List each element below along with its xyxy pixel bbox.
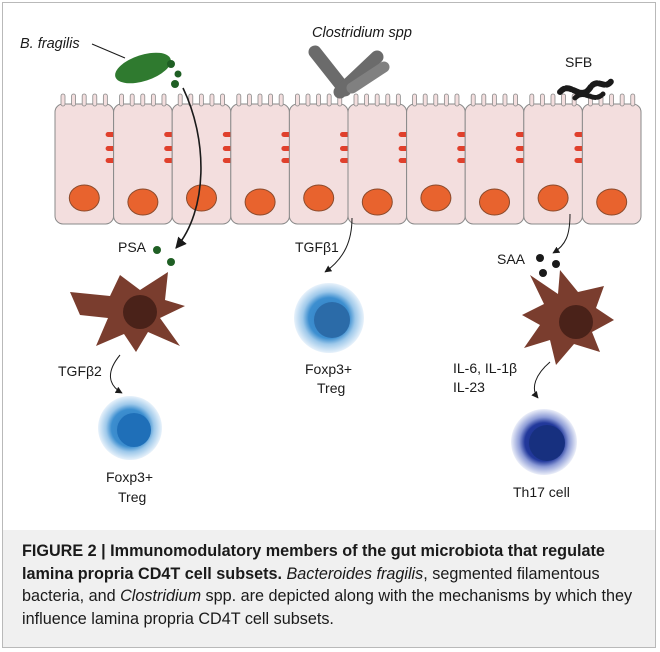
dendritic-cell-left — [70, 272, 185, 352]
sfb-bacteria — [557, 77, 615, 101]
microvillus — [454, 93, 460, 107]
microvillus — [374, 93, 380, 107]
tgfb1-label: TGFβ1 — [295, 239, 339, 255]
microvillus — [529, 93, 535, 107]
arrow-b-fragilis-to-psa — [175, 87, 202, 249]
microvillus — [395, 93, 401, 107]
microvillus — [502, 93, 508, 107]
epithelial-nucleus — [244, 188, 276, 216]
saa-label: SAA — [497, 251, 526, 267]
microvillus — [481, 93, 487, 107]
caption-body: , segmented filamentous bacteria, and — [22, 564, 600, 606]
microvillus — [422, 93, 428, 107]
b-fragilis-bacterium — [115, 52, 182, 88]
microvillus — [619, 93, 625, 107]
caption-box — [2, 530, 656, 648]
saa-molecule — [552, 260, 560, 268]
clostridium-label: Clostridium spp — [312, 25, 412, 41]
microvillus — [412, 93, 418, 107]
th17-label: Th17 cell — [513, 484, 570, 500]
microvillus — [81, 93, 87, 107]
treg-left-line2: Treg — [118, 489, 146, 505]
epithelial-nucleus — [479, 188, 510, 216]
microvillus — [257, 93, 263, 107]
psa-molecule — [167, 258, 175, 266]
arrow-dc-to-th17 — [531, 361, 551, 399]
microvillus — [294, 93, 300, 107]
treg-middle-line1: Foxp3+ — [305, 361, 352, 377]
figure-diagram: B. fragilis Clostridium spp SFB PSA TGFβ… — [20, 25, 642, 505]
microvillus — [364, 93, 369, 107]
microvillus — [316, 93, 321, 107]
arrow-dc-to-treg-left — [110, 354, 123, 394]
microvillus — [177, 93, 183, 107]
b-fragilis-label: B. fragilis — [20, 36, 80, 52]
microvillus — [470, 93, 476, 107]
microvillus — [433, 93, 439, 107]
treg-middle-line2: Treg — [317, 380, 345, 396]
microvillus — [161, 93, 167, 107]
microvillus — [305, 93, 311, 107]
psa-molecule — [153, 246, 161, 254]
il6-il1b-label: IL-6, IL-1β — [453, 360, 517, 376]
microvillus — [268, 93, 273, 107]
caption-species-clostridium: Clostridium — [120, 587, 202, 606]
microvillus — [561, 93, 566, 107]
microvillus — [491, 93, 497, 107]
saa-molecule — [539, 269, 547, 277]
arrow-sfb-to-saa — [552, 213, 571, 254]
b-fragilis-leader-line — [91, 43, 126, 59]
microvillus — [443, 93, 449, 107]
microvillus — [92, 93, 98, 107]
sfb-label: SFB — [565, 54, 592, 70]
microvillus — [539, 93, 545, 107]
microvillus — [150, 93, 156, 107]
arrow-epithelium-to-tgfb1 — [324, 217, 353, 273]
dendritic-cell-right — [522, 270, 614, 365]
microvillus — [326, 93, 332, 107]
microvillus — [630, 93, 636, 107]
microvillus — [513, 93, 518, 107]
microvillus — [609, 93, 614, 107]
microvillus — [246, 93, 252, 107]
caption-label: FIGURE 2 | Immunomodulatory members of t… — [22, 542, 605, 583]
epithelial-nucleus — [127, 188, 159, 216]
microvillus — [236, 93, 242, 107]
microvillus — [209, 93, 215, 107]
epithelial-nucleus — [420, 184, 452, 212]
epithelial-nucleus — [596, 188, 628, 216]
treg-cell-middle — [294, 283, 364, 353]
epithelial-nucleus — [186, 184, 217, 212]
microvillus — [102, 93, 108, 107]
treg-cell-left — [98, 396, 162, 460]
microvillus — [278, 93, 284, 107]
epithelial-nucleus — [361, 188, 393, 216]
microvillus — [71, 93, 76, 107]
tgfb2-label: TGFβ2 — [58, 363, 102, 379]
caption-species-b-fragilis: Bacteroides fragilis — [286, 564, 424, 583]
microvillus — [550, 93, 556, 107]
psa-label: PSA — [118, 239, 147, 255]
microvillus — [220, 93, 225, 107]
epithelial-nucleus — [303, 184, 335, 212]
saa-molecule — [536, 254, 544, 262]
microvillus — [198, 93, 204, 107]
microvillus — [60, 93, 66, 107]
microvillus — [385, 93, 391, 107]
treg-left-line1: Foxp3+ — [106, 469, 153, 485]
microvillus — [129, 93, 135, 107]
epithelium — [54, 93, 642, 225]
epithelial-nucleus — [537, 184, 569, 212]
il23-label: IL-23 — [453, 379, 485, 395]
caption-body: spp. are depicted along with the mechani… — [22, 587, 633, 628]
epithelial-nucleus — [68, 184, 100, 212]
th17-cell — [511, 409, 577, 475]
microvillus — [140, 93, 146, 107]
microvillus — [119, 93, 124, 107]
figure-caption: FIGURE 2 | Immunomodulatory members of t… — [22, 540, 644, 630]
microvillus — [353, 93, 359, 107]
clostridium-bacteria — [308, 45, 390, 99]
